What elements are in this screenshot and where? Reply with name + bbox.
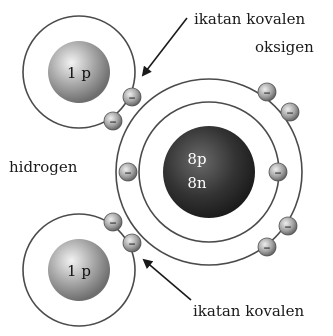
- hydrogen-atom-bottom: 1 p: [22, 213, 136, 327]
- label-hydrogen: hidrogen: [9, 158, 78, 176]
- electron-outer-1: –: [257, 82, 277, 102]
- oxygen-protons-label: 8p: [187, 150, 206, 168]
- electron-bond-bottom-2: –: [122, 233, 142, 253]
- arrow-to-top-bond: [141, 17, 188, 77]
- electron-outer-5: –: [118, 162, 138, 182]
- hydrogen-bottom-nucleus: [48, 239, 110, 301]
- electron-bond-top-2-sign: –: [110, 114, 117, 130]
- electron-bond-top-2: –: [103, 111, 123, 131]
- oxygen-outer-shell: [115, 78, 303, 266]
- electron-bond-bottom-1: –: [103, 212, 123, 232]
- hydrogen-atom-top: 1 p: [22, 15, 136, 129]
- electron-outer-3: –: [278, 216, 298, 236]
- electron-outer-2: –: [280, 102, 300, 122]
- hydrogen-top-shell: [22, 15, 136, 129]
- electrons: ––––––––––: [103, 82, 300, 257]
- arrow-to-bottom-bond: [142, 258, 192, 301]
- pointer-arrows: [141, 17, 192, 301]
- electron-bond-top-1-sign: –: [129, 90, 136, 106]
- electron-bond-bottom-1-sign: –: [110, 215, 117, 231]
- oxygen-atom: 8p 8n: [115, 78, 303, 266]
- label-oxygen: oksigen: [255, 38, 314, 56]
- label-covalent-bond-bottom: ikatan kovalen: [193, 302, 304, 320]
- electron-outer-4: –: [257, 237, 277, 257]
- electron-outer-2-sign: –: [287, 105, 294, 121]
- oxygen-nucleus: [163, 126, 255, 218]
- electron-outer-3-sign: –: [285, 219, 292, 235]
- electron-outer-1-sign: –: [264, 85, 271, 101]
- oxygen-neutrons-label: 8n: [187, 174, 207, 192]
- hydrogen-top-nucleus-label: 1 p: [67, 64, 91, 82]
- electron-bond-bottom-2-sign: –: [129, 236, 136, 252]
- hydrogen-bottom-nucleus-label: 1 p: [67, 262, 91, 280]
- electron-inner-1-sign: –: [275, 165, 282, 181]
- label-covalent-bond-top: ikatan kovalen: [194, 10, 305, 28]
- hydrogen-bottom-shell: [22, 213, 136, 327]
- electron-outer-4-sign: –: [264, 240, 271, 256]
- hydrogen-top-nucleus: [48, 41, 110, 103]
- electron-outer-5-sign: –: [125, 165, 132, 181]
- electron-inner-1: –: [268, 162, 288, 182]
- electron-bond-top-1: –: [122, 87, 142, 107]
